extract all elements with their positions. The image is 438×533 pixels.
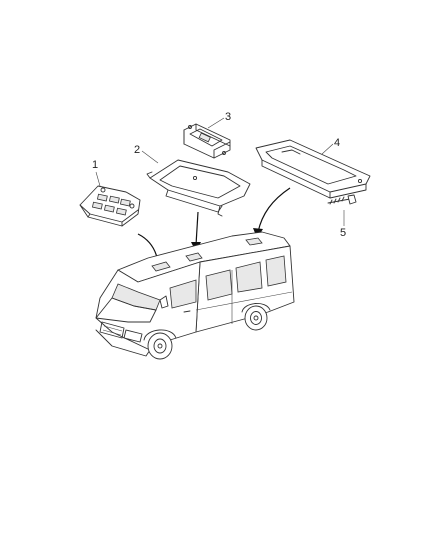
dome-lamp-icon [183, 123, 231, 159]
callout-3: 3 [207, 111, 231, 129]
callout-4: 4 [321, 137, 340, 155]
callout-label-4: 4 [334, 137, 340, 149]
screw-icon [327, 194, 357, 205]
callout-2: 2 [134, 144, 159, 164]
callout-label-3: 3 [225, 111, 231, 123]
mounting-bracket-icon [146, 159, 251, 217]
trim-panel-icon [255, 139, 371, 199]
callout-5: 5 [340, 210, 346, 239]
overhead-console-icon [79, 185, 141, 227]
callout-label-5: 5 [340, 227, 346, 239]
callout-label-1: 1 [92, 159, 98, 171]
van-icon [95, 231, 295, 360]
callout-label-2: 2 [134, 144, 140, 156]
callout-1: 1 [92, 159, 101, 187]
